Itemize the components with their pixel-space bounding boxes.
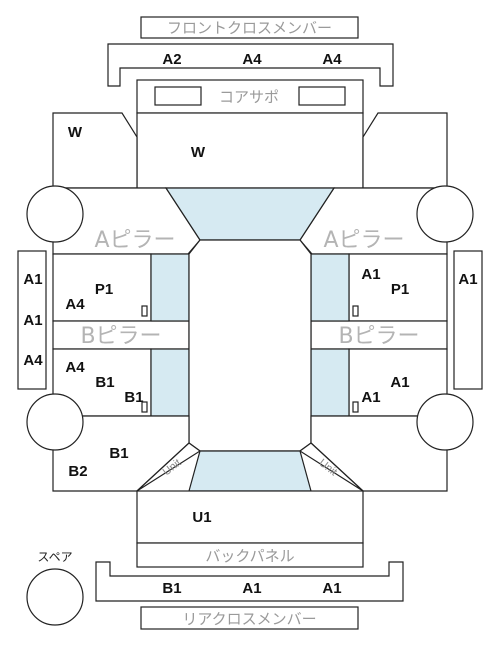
front-cross-member-panel [107, 43, 394, 87]
rear-cross-member-code-1: B1 [162, 580, 181, 597]
back-panel [136, 542, 364, 568]
right-front-side-glass [310, 253, 350, 322]
left-edge-panel [17, 250, 47, 390]
front-cross-member-label-box [140, 16, 359, 39]
roof-panel [188, 239, 312, 452]
front-right-fender-panel [362, 112, 448, 189]
right-edge-code-1: A1 [458, 271, 477, 288]
left-front-door-code-1: P1 [95, 281, 113, 298]
spare-label: スペア [37, 550, 72, 564]
b-pillar-left-panel [52, 320, 190, 350]
rear-right-wheel [416, 393, 474, 451]
core-support-label: コアサポ [219, 88, 279, 106]
front-cross-member-code-1: A2 [162, 51, 181, 68]
rear-left-wheel [26, 393, 84, 451]
right-rear-door-code-1: A1 [390, 374, 409, 391]
rear-window-glass [188, 450, 312, 492]
rear-cross-member-panel [95, 561, 404, 602]
rear-left-unit-panel [136, 442, 202, 492]
front-cross-member-code-3: A4 [322, 51, 342, 68]
left-rear-door-code-1: A4 [65, 359, 85, 376]
back-panel-label: バックパネル [205, 547, 294, 565]
a-pillar-right-label: Aピラー [323, 228, 404, 253]
core-support-right-slot [298, 86, 346, 106]
left-front-door-panel [52, 253, 152, 322]
left-rear-door-handle [141, 401, 148, 413]
left-front-door-code-2: A4 [65, 296, 85, 313]
right-rear-door-handle [352, 401, 359, 413]
front-body-panel [136, 112, 364, 189]
b-pillar-right-panel [310, 320, 448, 350]
core-support-left-slot [154, 86, 202, 106]
right-rear-side-glass [310, 348, 350, 417]
front-cross-member-label: フロントクロスメンバー [167, 19, 332, 37]
right-front-door-panel [348, 253, 448, 322]
rear-left-quarter-code-1: B1 [109, 445, 128, 462]
front-right-wheel [416, 185, 474, 243]
front-left-wheel [26, 185, 84, 243]
rear-cross-member-label-box [140, 606, 359, 630]
left-front-side-glass [150, 253, 190, 322]
front-cross-member-code-2: A4 [242, 51, 262, 68]
front-left-fender-code: W [68, 124, 83, 141]
front-left-fender-panel [52, 112, 138, 189]
b-pillar-left-label: Bピラー [80, 324, 161, 349]
left-rear-side-glass [150, 348, 190, 417]
rear-cross-member-code-3: A1 [322, 580, 341, 597]
right-front-door-code-2: P1 [391, 281, 409, 298]
rear-right-unit-panel [298, 442, 364, 492]
front-body-code: W [191, 144, 206, 161]
left-edge-code-2: A1 [23, 312, 42, 329]
rear-floor-code: U1 [192, 509, 211, 526]
b-pillar-right-label: Bピラー [338, 324, 419, 349]
left-edge-code-3: A4 [23, 352, 43, 369]
rear-cross-member-code-2: A1 [242, 580, 261, 597]
left-rear-door-code-2: B1 [95, 374, 114, 391]
spare-tire [26, 568, 84, 626]
a-pillar-left-label: Aピラー [94, 228, 175, 253]
right-front-door-handle [352, 305, 359, 317]
right-front-door-code-1: A1 [361, 266, 380, 283]
rear-left-quarter-code-2: B2 [68, 463, 87, 480]
right-edge-panel [453, 250, 483, 390]
left-front-door-handle [141, 305, 148, 317]
left-rear-door-code-3: B1 [124, 389, 143, 406]
rear-cross-member-label: リアクロスメンバー [182, 610, 316, 628]
left-edge-code-1: A1 [23, 271, 42, 288]
rear-floor-panel [136, 490, 364, 544]
right-rear-door-code-2: A1 [361, 389, 380, 406]
